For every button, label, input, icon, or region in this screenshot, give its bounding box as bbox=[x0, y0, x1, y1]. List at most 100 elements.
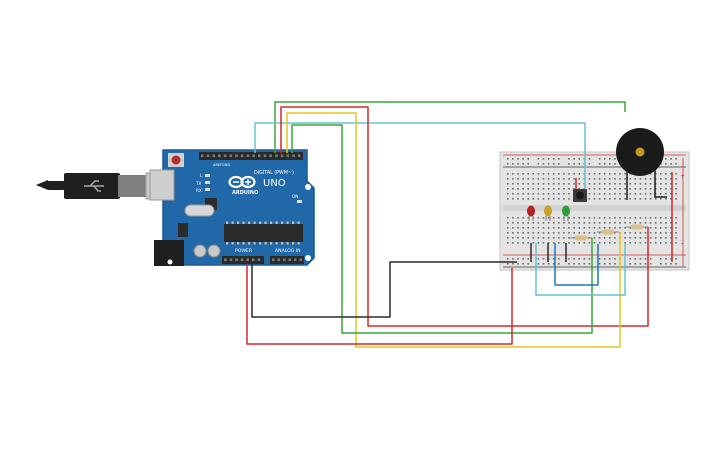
wire-cyan-pin-to-button[interactable] bbox=[254, 122, 586, 189]
breadboard-hole[interactable] bbox=[512, 237, 514, 239]
breadboard-hole[interactable] bbox=[563, 193, 565, 195]
breadboard-hole[interactable] bbox=[588, 183, 591, 185]
breadboard-hole[interactable] bbox=[614, 222, 616, 224]
breadboard-hole[interactable] bbox=[629, 198, 631, 200]
breadboard-hole[interactable] bbox=[537, 198, 540, 200]
breadboard-hole[interactable] bbox=[624, 183, 626, 185]
breadboard-hole[interactable] bbox=[665, 232, 667, 234]
breadboard-hole[interactable] bbox=[654, 227, 657, 229]
breadboard-hole[interactable] bbox=[578, 222, 580, 224]
breadboard-hole[interactable] bbox=[532, 173, 535, 175]
breadboard-hole[interactable] bbox=[552, 178, 555, 180]
breadboard-hole[interactable] bbox=[517, 258, 519, 260]
breadboard-hole[interactable] bbox=[598, 258, 601, 260]
breadboard-hole[interactable] bbox=[588, 222, 591, 224]
breadboard-hole[interactable] bbox=[634, 242, 637, 244]
breadboard-hole[interactable] bbox=[573, 158, 575, 160]
breadboard-hole[interactable] bbox=[644, 263, 647, 265]
breadboard-hole[interactable] bbox=[609, 263, 611, 265]
breadboard-hole[interactable] bbox=[547, 193, 550, 195]
breadboard-hole[interactable] bbox=[598, 188, 601, 190]
breadboard-hole[interactable] bbox=[609, 193, 611, 195]
breadboard-hole[interactable] bbox=[527, 178, 529, 180]
breadboard-hole[interactable] bbox=[624, 217, 626, 219]
breadboard-hole[interactable] bbox=[522, 188, 524, 190]
breadboard-hole[interactable] bbox=[619, 178, 621, 180]
breadboard-hole[interactable] bbox=[517, 178, 519, 180]
breadboard-hole[interactable] bbox=[603, 263, 606, 265]
breadboard-hole[interactable] bbox=[527, 217, 529, 219]
breadboard-hole[interactable] bbox=[609, 217, 611, 219]
breadboard-hole[interactable] bbox=[660, 173, 662, 175]
breadboard-hole[interactable] bbox=[665, 263, 667, 265]
breadboard-hole[interactable] bbox=[634, 217, 637, 219]
breadboard-hole[interactable] bbox=[593, 217, 596, 219]
breadboard-hole[interactable] bbox=[573, 258, 575, 260]
breadboard-hole[interactable] bbox=[547, 263, 550, 265]
power-pin[interactable] bbox=[257, 258, 261, 262]
breadboard-hole[interactable] bbox=[639, 217, 642, 219]
breadboard-hole[interactable] bbox=[588, 217, 591, 219]
breadboard-hole[interactable] bbox=[568, 178, 570, 180]
breadboard-hole[interactable] bbox=[603, 227, 606, 229]
breadboard-hole[interactable] bbox=[578, 188, 580, 190]
breadboard-hole[interactable] bbox=[552, 263, 555, 265]
digital-pin[interactable] bbox=[280, 154, 284, 158]
breadboard-hole[interactable] bbox=[629, 242, 631, 244]
breadboard-hole[interactable] bbox=[660, 227, 662, 229]
breadboard-hole[interactable] bbox=[563, 188, 565, 190]
push-button[interactable] bbox=[573, 189, 587, 202]
breadboard-hole[interactable] bbox=[609, 242, 611, 244]
breadboard-hole[interactable] bbox=[568, 263, 570, 265]
resistor-1[interactable] bbox=[570, 235, 592, 241]
wire-red-top[interactable] bbox=[280, 106, 649, 327]
digital-header[interactable] bbox=[199, 152, 303, 160]
breadboard-hole[interactable] bbox=[552, 158, 555, 160]
breadboard-hole[interactable] bbox=[624, 237, 626, 239]
breadboard-hole[interactable] bbox=[532, 198, 535, 200]
breadboard-hole[interactable] bbox=[649, 198, 652, 200]
digital-pin[interactable] bbox=[246, 154, 250, 158]
breadboard-hole[interactable] bbox=[588, 258, 591, 260]
breadboard-hole[interactable] bbox=[654, 232, 657, 234]
breadboard-hole[interactable] bbox=[527, 188, 529, 190]
breadboard-hole[interactable] bbox=[603, 237, 606, 239]
breadboard-hole[interactable] bbox=[532, 237, 535, 239]
breadboard-hole[interactable] bbox=[573, 222, 575, 224]
breadboard-hole[interactable] bbox=[644, 193, 647, 195]
breadboard-hole[interactable] bbox=[537, 158, 540, 160]
breadboard-hole[interactable] bbox=[552, 237, 555, 239]
breadboard-hole[interactable] bbox=[517, 237, 519, 239]
breadboard-hole[interactable] bbox=[629, 178, 631, 180]
breadboard-hole[interactable] bbox=[649, 173, 652, 175]
breadboard-hole[interactable] bbox=[573, 183, 575, 185]
arduino-uno-board[interactable]: DIGITAL (PWM~) AREF GND TX RX L ON ARDUI… bbox=[149, 149, 315, 266]
breadboard-hole[interactable] bbox=[537, 232, 540, 234]
breadboard-hole[interactable] bbox=[578, 232, 580, 234]
breadboard-hole[interactable] bbox=[660, 232, 662, 234]
breadboard-hole[interactable] bbox=[507, 217, 509, 219]
breadboard-hole[interactable] bbox=[568, 188, 570, 190]
breadboard-hole[interactable] bbox=[603, 163, 606, 165]
breadboard-hole[interactable] bbox=[507, 193, 509, 195]
breadboard-hole[interactable] bbox=[588, 193, 591, 195]
wire-blue-led-loop[interactable] bbox=[554, 243, 599, 286]
breadboard-hole[interactable] bbox=[665, 217, 667, 219]
breadboard-hole[interactable] bbox=[598, 183, 601, 185]
breadboard-hole[interactable] bbox=[675, 258, 677, 260]
breadboard-hole[interactable] bbox=[598, 193, 601, 195]
breadboard-hole[interactable] bbox=[649, 227, 652, 229]
breadboard-hole[interactable] bbox=[598, 163, 601, 165]
breadboard-hole[interactable] bbox=[547, 173, 550, 175]
breadboard-hole[interactable] bbox=[644, 198, 647, 200]
breadboard-hole[interactable] bbox=[512, 227, 514, 229]
breadboard-hole[interactable] bbox=[583, 217, 586, 219]
breadboard-hole[interactable] bbox=[654, 217, 657, 219]
breadboard-hole[interactable] bbox=[619, 222, 621, 224]
green-led[interactable] bbox=[562, 205, 570, 222]
breadboard-hole[interactable] bbox=[517, 198, 519, 200]
breadboard-hole[interactable] bbox=[517, 227, 519, 229]
breadboard-hole[interactable] bbox=[644, 217, 647, 219]
breadboard-hole[interactable] bbox=[593, 242, 596, 244]
breadboard-hole[interactable] bbox=[527, 163, 529, 165]
